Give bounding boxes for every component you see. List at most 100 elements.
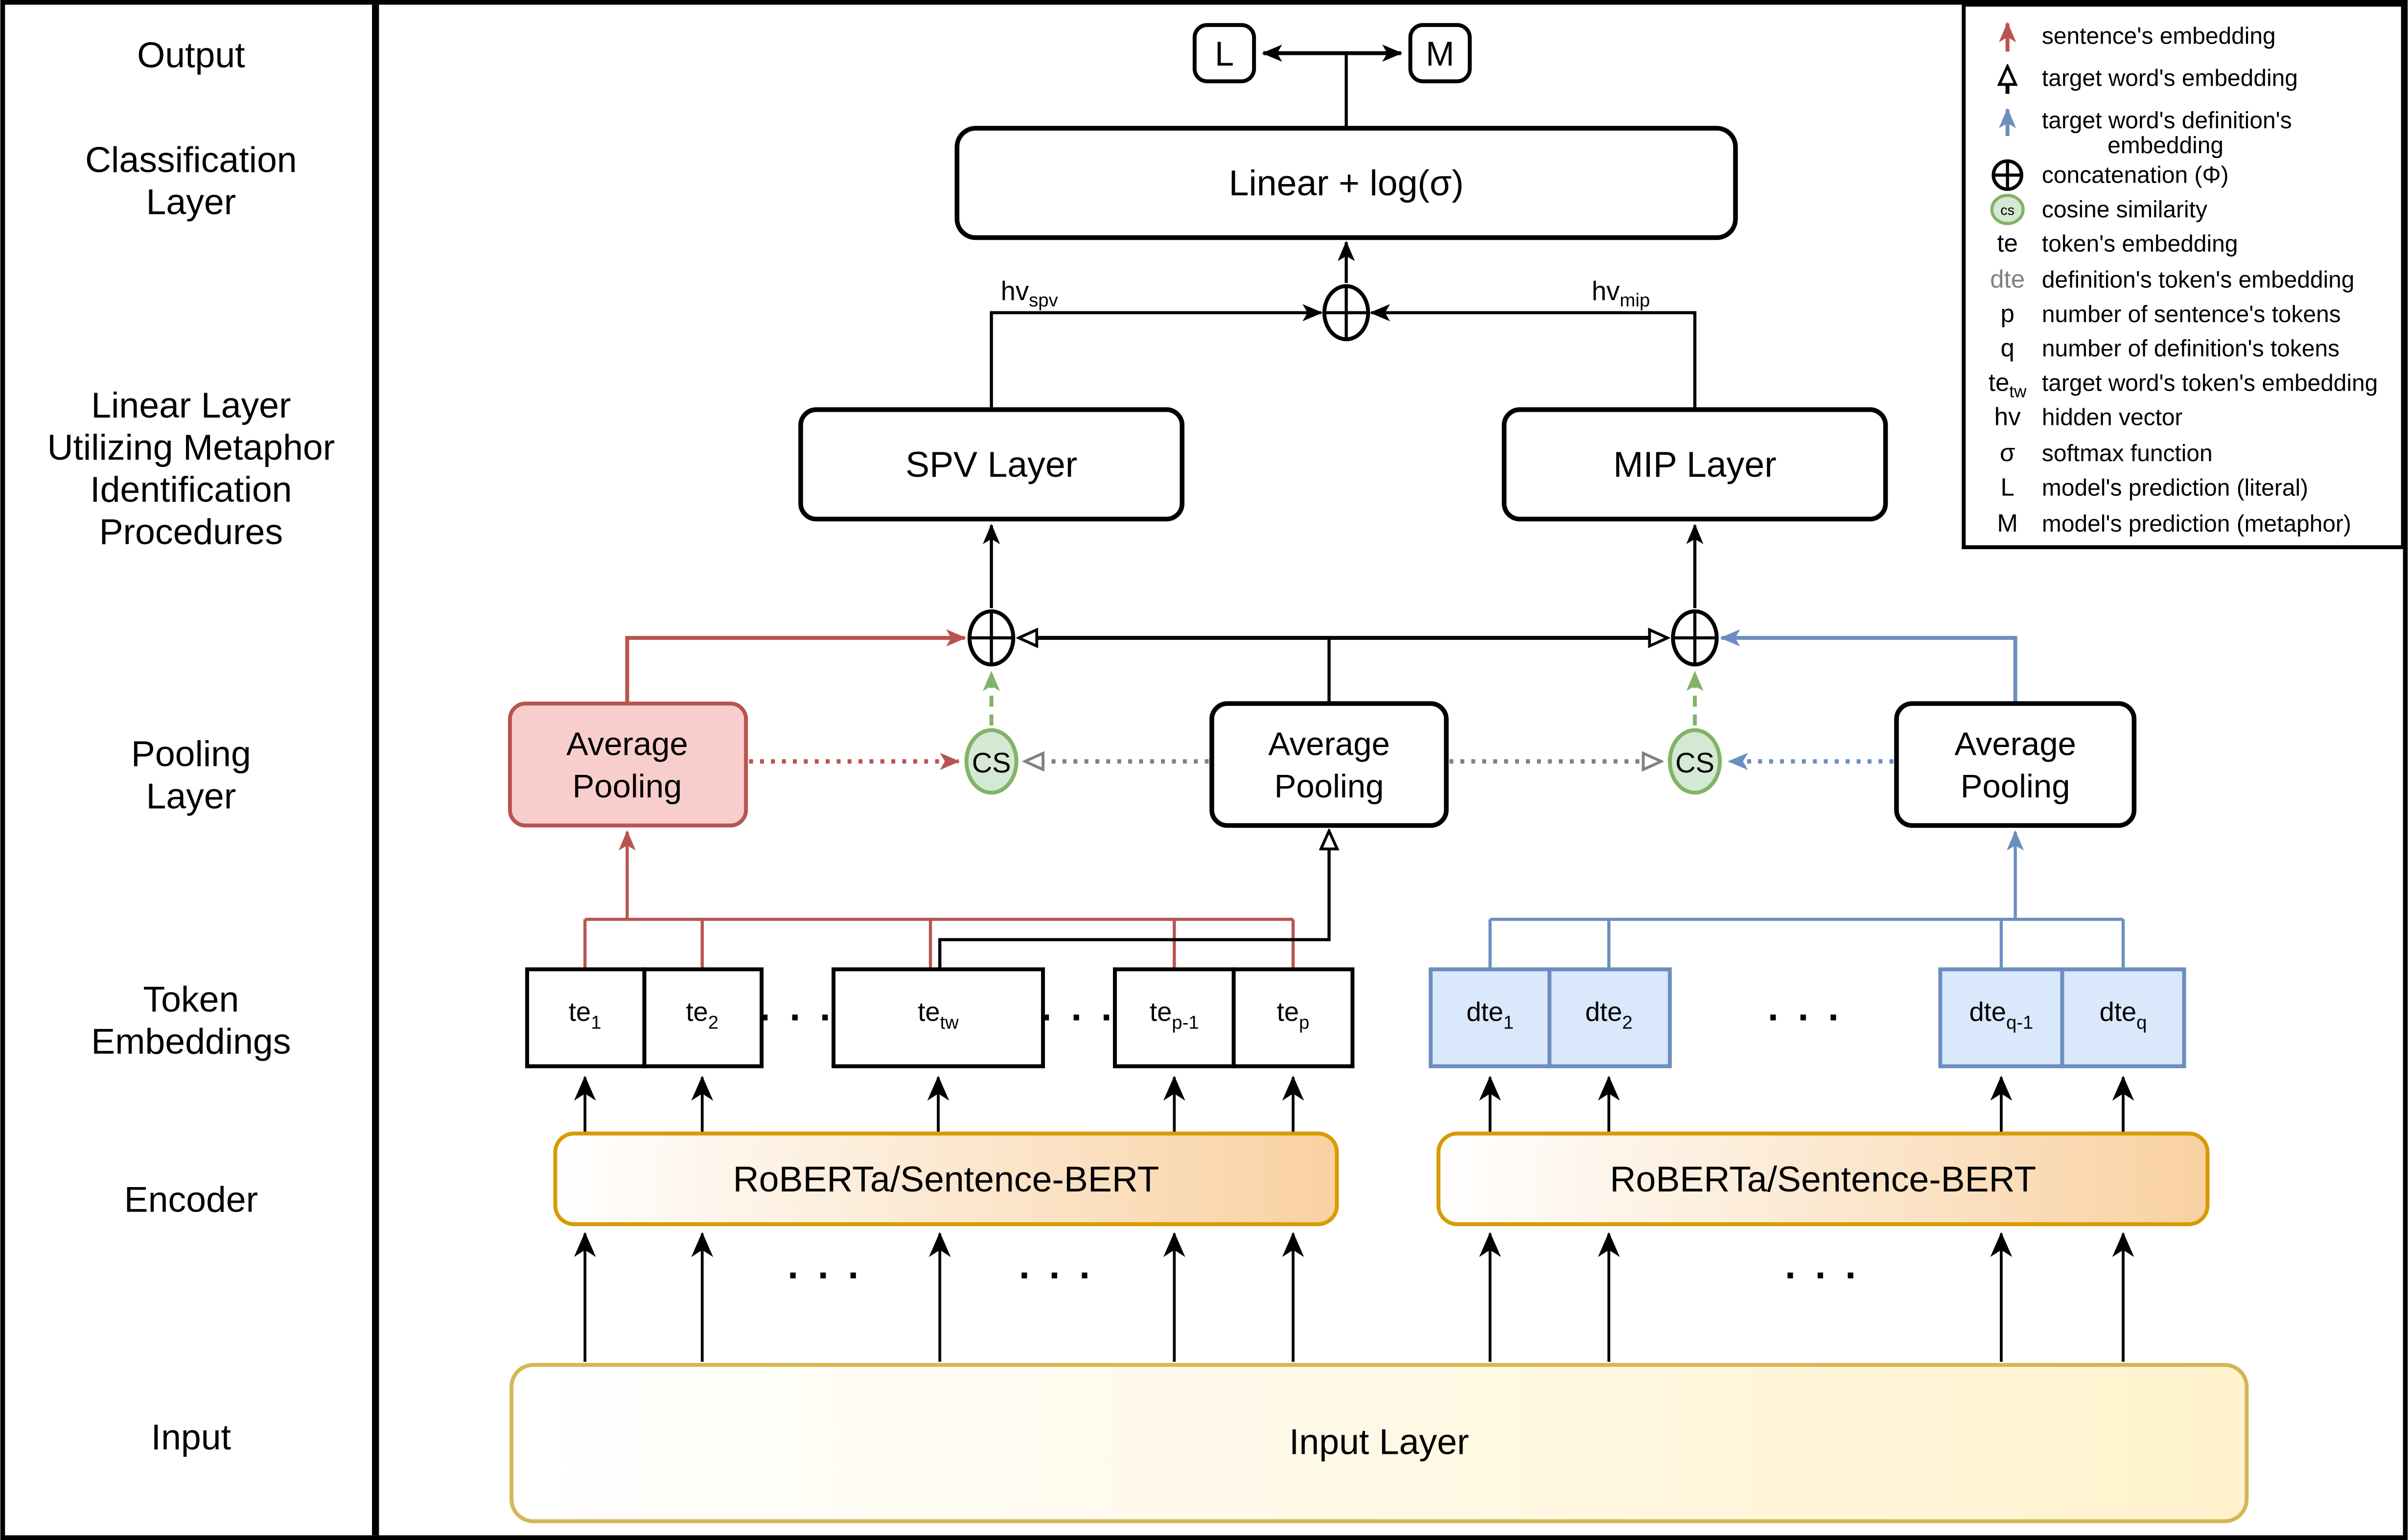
- legend-label-q: number of definition's tokens: [2042, 336, 2339, 362]
- avgpool-sentence-box: [508, 701, 748, 828]
- classifier-box: [954, 126, 1738, 240]
- legend-symbol-p: p: [2000, 300, 2014, 327]
- sentence-token-boxes: te1 te2 tetw tep-1 tep · · · · · ·: [525, 967, 1355, 1069]
- legend-label-definition-embedding-1: target word's definition's: [2042, 108, 2292, 134]
- sentence-embedding-arrow: [625, 629, 967, 704]
- sidebar-label-input: Input: [151, 1417, 231, 1457]
- legend-symbol-metaphor: M: [1997, 509, 2018, 537]
- spv-layer-box: [798, 407, 1185, 522]
- encoder-definition-label: RoBERTa/Sentence-BERT: [1610, 1159, 2036, 1199]
- legend-label-cosine-similarity: cosine similarity: [2042, 197, 2207, 223]
- tep-label: tep: [1277, 997, 1310, 1033]
- definition-embedding-arrow: [1719, 629, 2017, 704]
- cosine-similarity-left-label: CS: [972, 747, 1011, 779]
- avgpool-sentence-line2: Pooling: [573, 768, 682, 805]
- te2-label: te2: [686, 997, 718, 1033]
- avgpool-targetword-line2: Pooling: [1274, 768, 1384, 805]
- dte2-box: [1547, 967, 1672, 1069]
- legend-symbol-q: q: [2000, 334, 2014, 362]
- literal-node-label: L: [1215, 34, 1234, 73]
- encoder-sentence-label: RoBERTa/Sentence-BERT: [733, 1159, 1159, 1199]
- legend-label-metaphor: model's prediction (metaphor): [2042, 511, 2351, 537]
- legend-box: [1962, 2, 2405, 549]
- sidebar-label-pooling-2: Layer: [146, 776, 236, 816]
- legend-cs-icon: [1990, 194, 2025, 225]
- sentence-tokens-ellipsis-2: · · ·: [1041, 995, 1117, 1039]
- legend-label-te: token's embedding: [2042, 231, 2238, 257]
- te2-box: [642, 967, 764, 1069]
- cosine-similarity-left-circle: [964, 728, 1019, 795]
- cosine-similarity-right-circle: [1667, 728, 1722, 795]
- definition-tokens-ellipsis: · · ·: [1768, 995, 1844, 1039]
- dteq-box: [2060, 967, 2186, 1069]
- definition-token-boxes: dte1 dte2 dteq-1 dteq · · ·: [1429, 967, 2186, 1069]
- te1-label: te1: [569, 997, 602, 1033]
- sidebar-label-encoder: Encoder: [124, 1179, 258, 1219]
- legend-symbol-tetw: tetw: [1989, 368, 2027, 401]
- sidebar-label-linear-4: Procedures: [99, 512, 283, 552]
- sidebar-label-linear-1: Linear Layer: [91, 385, 291, 425]
- dte1-label: dte1: [1466, 997, 1514, 1033]
- avgpool-definition-line2: Pooling: [1961, 768, 2070, 805]
- encoder-to-token-arrows: [574, 1075, 2134, 1134]
- cosine-similarity-right-label: CS: [1675, 747, 1714, 779]
- legend-label-concatenation: concatenation (Φ): [2042, 163, 2229, 188]
- hv-spv-label: hvspv: [1001, 276, 1059, 311]
- legend-label-hv: hidden vector: [2042, 405, 2183, 431]
- input-layer-box: [509, 1363, 2249, 1523]
- legend-label-targetword-embedding: target word's embedding: [2042, 66, 2298, 92]
- mip-to-concat-arrow: [1369, 304, 1697, 410]
- metaphor-node-box: [1408, 23, 1472, 84]
- avgpool-targetword-line1: Average: [1268, 726, 1390, 763]
- mip-layer-box: [1502, 407, 1888, 522]
- definition-token-harness: [1488, 830, 2125, 971]
- spv-concat-node: [967, 523, 1016, 667]
- sentence-token-harness: [583, 830, 1295, 971]
- input-ellipsis-1: · · ·: [787, 1253, 864, 1297]
- tetw-box: [832, 967, 1045, 1069]
- te1-box: [525, 967, 647, 1069]
- encoder-sentence-box: [553, 1131, 1339, 1226]
- tep1-label: tep-1: [1150, 997, 1199, 1033]
- legend-symbol-literal: L: [2000, 473, 2014, 501]
- legend-symbol-hv: hv: [1994, 403, 2021, 431]
- sidebar-label-token-2: Embeddings: [91, 1022, 291, 1062]
- input-to-encoder-arrows: · · · · · · · · ·: [574, 1232, 2134, 1362]
- legend-label-sentence-embedding: sentence's embedding: [2042, 23, 2276, 49]
- legend-label-p: number of sentence's tokens: [2042, 302, 2341, 327]
- dteq1-label: dteq-1: [1969, 997, 2033, 1033]
- avgpool-definition-box: [1894, 701, 2137, 828]
- encoder-definition-box: [1436, 1131, 2210, 1226]
- spv-layer-label: SPV Layer: [905, 444, 1077, 485]
- tetw-label: tetw: [918, 997, 959, 1033]
- classifier-label: Linear + log(σ): [1229, 163, 1464, 203]
- spv-to-concat-arrow: [990, 304, 1323, 410]
- sidebar-label-classification-2: Layer: [146, 182, 236, 222]
- input-ellipsis-2: · · ·: [1019, 1253, 1095, 1297]
- legend-cs-icon-text: cs: [2000, 203, 2014, 218]
- sidebar-label-linear-3: Identification: [90, 469, 292, 510]
- mip-concat-node: [1671, 523, 1719, 667]
- dte2-label: dte2: [1585, 997, 1633, 1033]
- sentence-tokens-ellipsis-1: · · ·: [760, 995, 836, 1039]
- legend-symbol-sigma: σ: [2000, 439, 2015, 467]
- avgpool-targetword-box: [1209, 701, 1449, 828]
- sidebar-label-output: Output: [137, 35, 245, 75]
- legend-label-dte: definition's token's embedding: [2042, 267, 2355, 293]
- legend-concat-icon: [1991, 159, 2023, 191]
- metaphor-node-label: M: [1426, 34, 1455, 73]
- legend-label-literal: model's prediction (literal): [2042, 475, 2308, 501]
- avgpool-sentence-line1: Average: [566, 726, 688, 763]
- legend-label-sigma: softmax function: [2042, 441, 2213, 467]
- sidebar-label-token-1: Token: [143, 979, 239, 1019]
- legend-label-definition-embedding-2: embedding: [2107, 133, 2223, 159]
- sidebar-label-linear-2: Utilizing Metaphor: [47, 427, 335, 467]
- tep-box: [1231, 967, 1355, 1069]
- hv-mip-label: hvmip: [1592, 276, 1650, 311]
- legend-label-tetw: target word's token's embedding: [2042, 370, 2378, 396]
- sidebar-label-classification-1: Classification: [85, 140, 297, 180]
- avgpool-definition-line1: Average: [1954, 726, 2076, 763]
- input-layer-label: Input Layer: [1289, 1422, 1469, 1462]
